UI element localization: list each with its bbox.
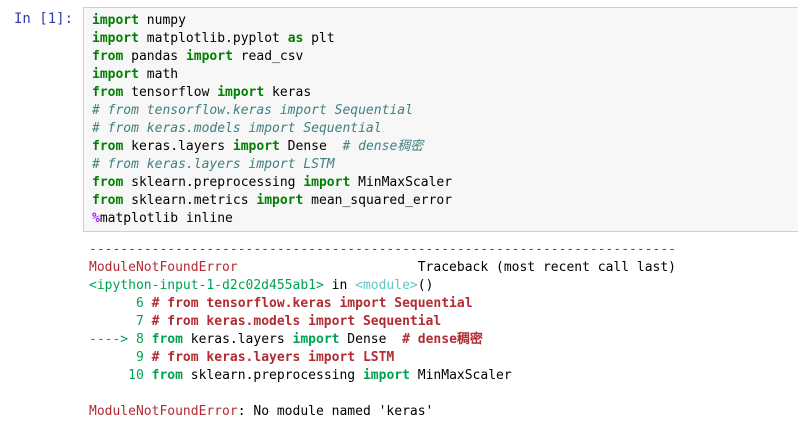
code-token: keras.layers xyxy=(123,139,233,154)
code-line: import matplotlib.pyplot as plt xyxy=(92,30,452,48)
code-token: sklearn.preprocessing xyxy=(123,175,304,190)
code-line: from pandas import read_csv xyxy=(92,48,452,66)
code-token: MinMaxScaler xyxy=(409,368,512,383)
code-token: import xyxy=(303,175,351,190)
code-token: import xyxy=(256,193,304,208)
code-token: read_csv xyxy=(232,49,304,64)
code-token: # from keras.layers import LSTM xyxy=(151,350,395,365)
code-token: from xyxy=(151,332,183,347)
code-token: # dense稠密 xyxy=(342,139,424,154)
code-token: from xyxy=(92,139,124,154)
error-output: ----------------------------------------… xyxy=(89,241,676,421)
code-line: # from tensorflow.keras import Sequentia… xyxy=(92,102,452,120)
code-token: <module> xyxy=(355,278,418,293)
code-line: from keras.layers import Dense # dense稠密 xyxy=(92,138,452,156)
code-token: matplotlib.pyplot xyxy=(138,31,288,46)
code-token: import xyxy=(92,13,139,28)
code-token: ----> 8 xyxy=(89,332,152,347)
code-token: # from tensorflow.keras import Sequentia… xyxy=(151,296,473,311)
code-token: sklearn xyxy=(182,368,246,383)
code-token: % xyxy=(92,211,100,226)
code-token: sklearn.metrics xyxy=(123,193,257,208)
code-token: numpy xyxy=(138,13,186,28)
output-line xyxy=(89,385,676,403)
code-token: keras xyxy=(264,85,312,100)
output-line: ModuleNotFoundError Traceback (most rece… xyxy=(89,259,676,277)
code-token: ModuleNotFoundError xyxy=(89,404,238,419)
code-token: <ipython-input-1-d2c02d455ab1> xyxy=(89,278,324,293)
code-token: MinMaxScaler xyxy=(350,175,453,190)
code-token: Dense xyxy=(339,332,403,347)
code-token: import xyxy=(92,31,139,46)
code-token: 9 xyxy=(89,350,152,365)
code-token: () xyxy=(417,278,434,293)
code-line: %matplotlib inline xyxy=(92,210,452,228)
code-line: # from keras.models import Sequential xyxy=(92,120,452,138)
code-token: . xyxy=(245,368,254,383)
code-line: from tensorflow import keras xyxy=(92,84,452,102)
code-token: mean_squared_error xyxy=(303,193,453,208)
output-line: 6 # from tensorflow.keras import Sequent… xyxy=(89,295,676,313)
code-token: pandas xyxy=(123,49,186,64)
code-token: 7 xyxy=(89,314,152,329)
output-line: ModuleNotFoundError: No module named 'ke… xyxy=(89,403,676,421)
code-token: 6 xyxy=(89,296,152,311)
code-token: # from keras.models import Sequential xyxy=(92,121,382,136)
code-token: Dense xyxy=(279,139,343,154)
code-token: import xyxy=(292,332,340,347)
output-line: 10 from sklearn.preprocessing import Min… xyxy=(89,367,676,385)
code-token: tensorflow xyxy=(123,85,218,100)
code-token: matplotlib inline xyxy=(99,211,233,226)
input-prompt: In [1]: xyxy=(14,11,74,27)
code-token: # from tensorflow.keras import Sequentia… xyxy=(92,103,413,118)
code-line: from sklearn.preprocessing import MinMax… xyxy=(92,174,452,192)
code-token: Traceback (most recent call last) xyxy=(237,260,677,275)
code-token: # dense稠密 xyxy=(402,332,483,347)
code-token: # from keras.layers import LSTM xyxy=(92,157,335,172)
code-token: import xyxy=(217,85,265,100)
code-token: ModuleNotFoundError xyxy=(89,260,238,275)
code-token: from xyxy=(92,193,124,208)
code-line: import math xyxy=(92,66,452,84)
code-line: import numpy xyxy=(92,12,452,30)
code-token: ----------------------------------------… xyxy=(89,242,676,257)
output-line: 7 # from keras.models import Sequential xyxy=(89,313,676,331)
code-token: from xyxy=(92,85,124,100)
output-line: ----------------------------------------… xyxy=(89,241,676,259)
code-token: as xyxy=(287,31,304,46)
output-line: <ipython-input-1-d2c02d455ab1> in <modul… xyxy=(89,277,676,295)
code-token: keras.layers xyxy=(182,332,293,347)
code-token: plt xyxy=(303,31,335,46)
code-token: : No module named 'keras' xyxy=(237,404,434,419)
code-token: import xyxy=(232,139,280,154)
code-token: import xyxy=(362,368,410,383)
code-token: math xyxy=(138,67,179,82)
code-token: in xyxy=(323,278,356,293)
code-token: from xyxy=(151,368,183,383)
code-token: preprocessing xyxy=(253,368,363,383)
code-line: # from keras.layers import LSTM xyxy=(92,156,452,174)
code-token: import xyxy=(185,49,233,64)
output-line: 9 # from keras.layers import LSTM xyxy=(89,349,676,367)
output-line: ----> 8 from keras.layers import Dense #… xyxy=(89,331,676,349)
code-token: import xyxy=(92,67,139,82)
code-token: # from keras.models import Sequential xyxy=(151,314,442,329)
code-token: 10 xyxy=(89,368,152,383)
code-line: from sklearn.metrics import mean_squared… xyxy=(92,192,452,210)
code-token: from xyxy=(92,175,124,190)
code-token: from xyxy=(92,49,124,64)
